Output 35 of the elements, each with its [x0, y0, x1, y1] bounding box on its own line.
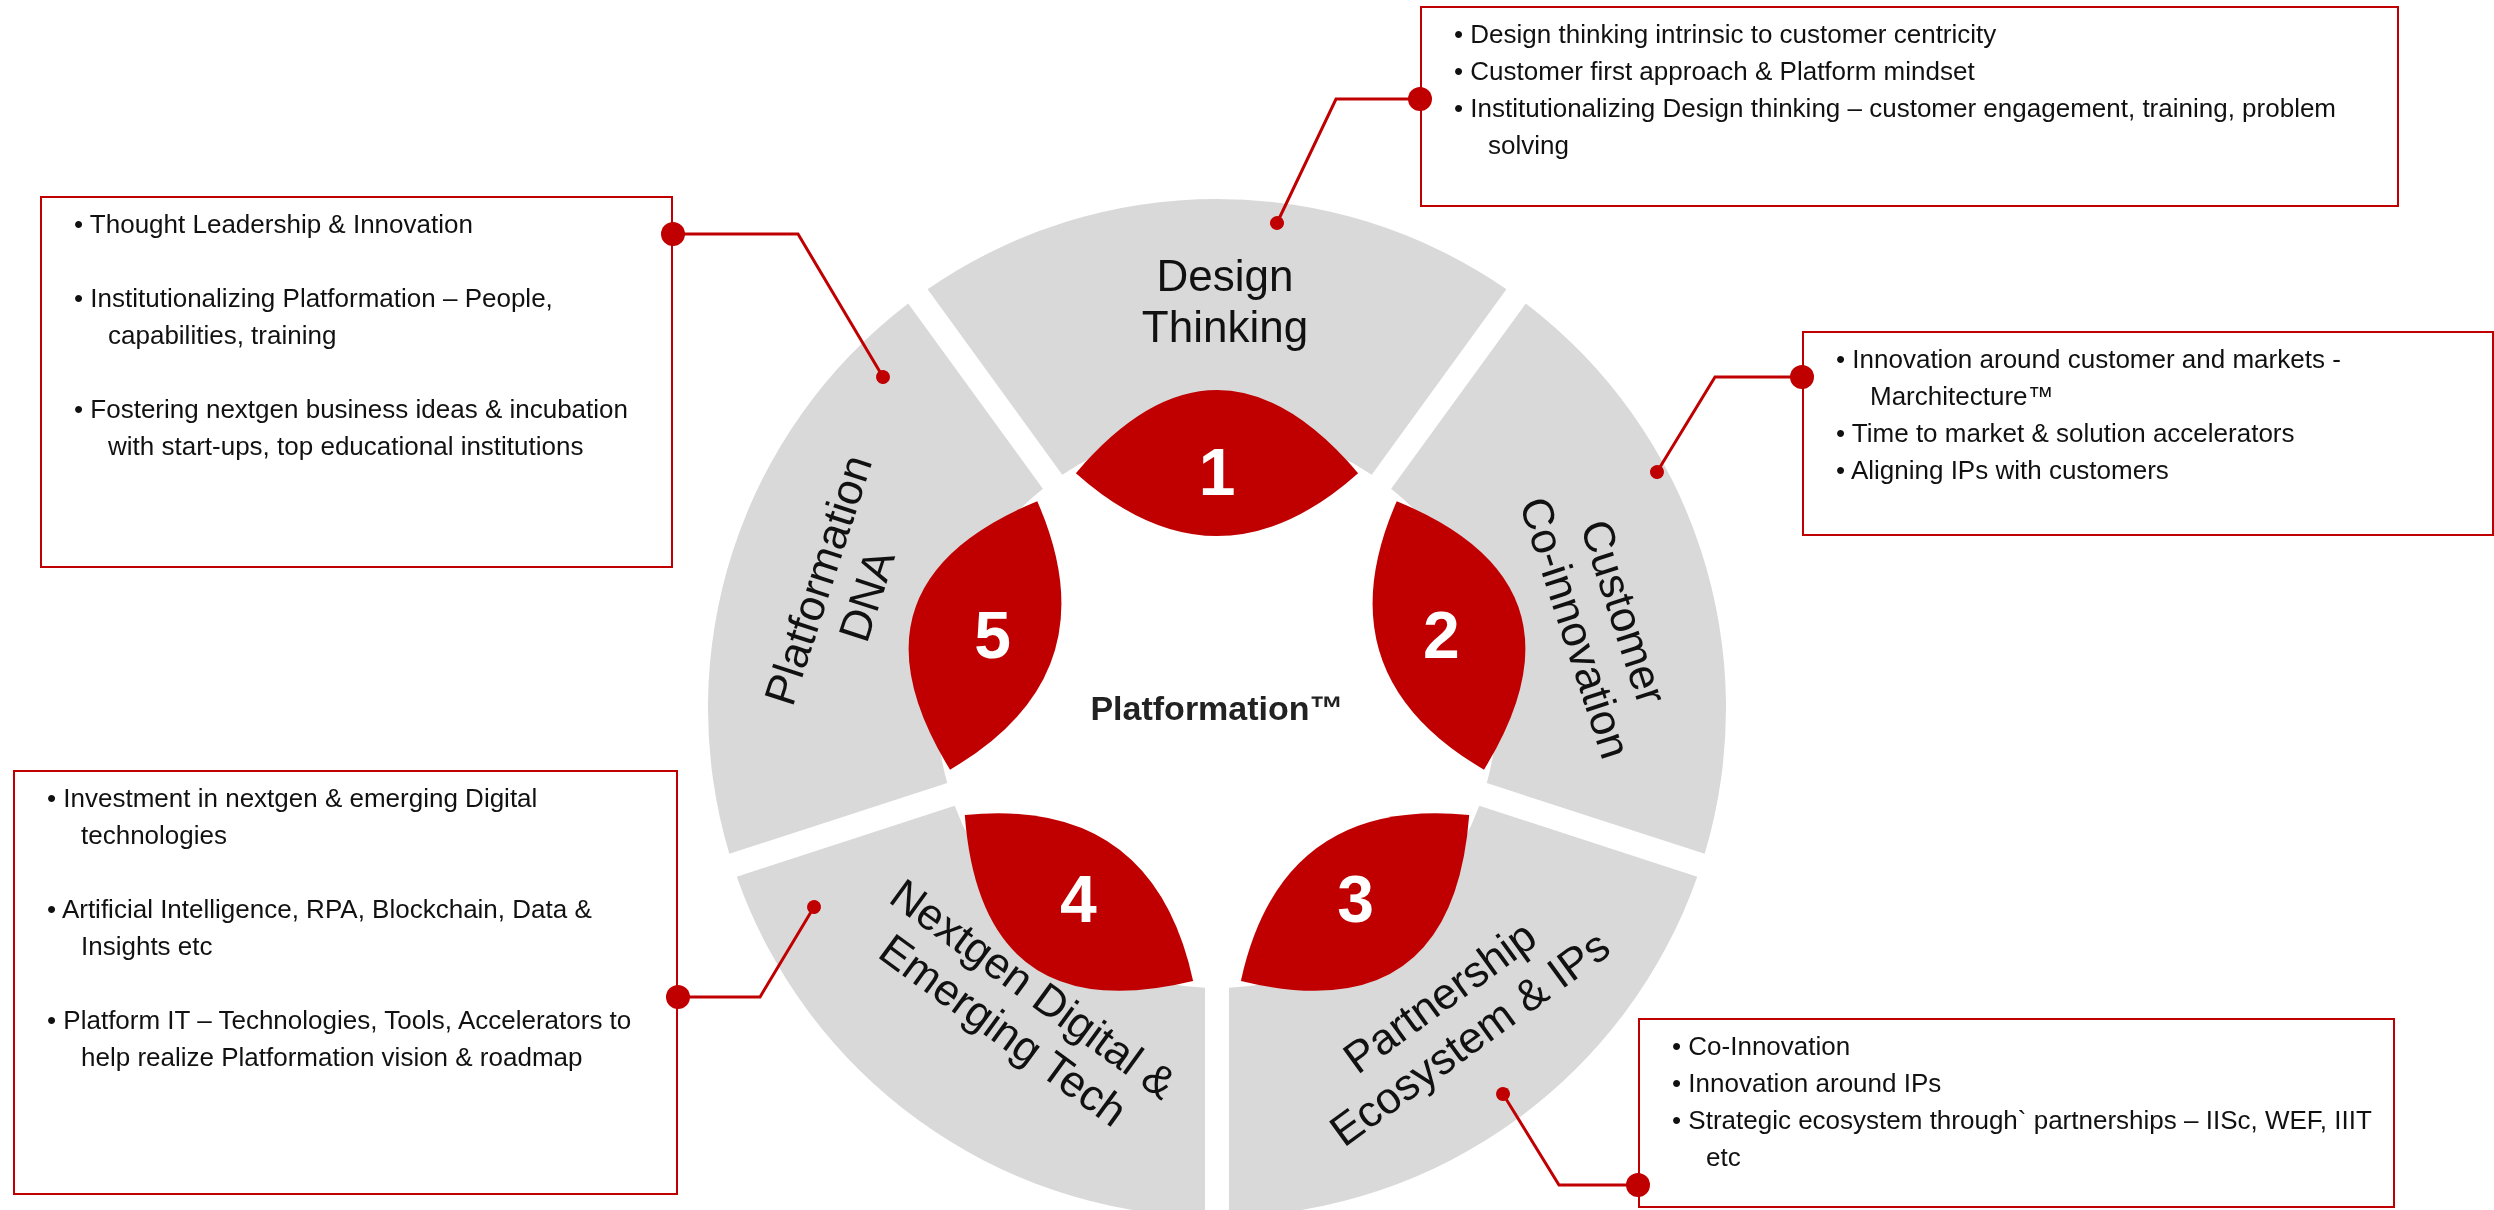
bullet-item: • Design thinking intrinsic to customer centricity	[1454, 18, 1998, 51]
step-number: 1	[1198, 439, 1236, 505]
petal-shape	[908, 501, 1062, 770]
bullet-item: • Time to market & solution accelerators	[1836, 417, 2296, 450]
center-label: Platformation™	[1090, 688, 1344, 728]
bullet-item: • Customer first approach & Platform mindset	[1454, 55, 1976, 88]
bullet-item: • Institutionalizing Platformation – People, capabilities, training	[74, 282, 554, 352]
callout-box	[40, 196, 673, 568]
callout-box	[1802, 331, 2494, 536]
bullet-item: • Innovation around IPs	[1672, 1067, 1943, 1100]
ring-segment	[708, 303, 1043, 854]
segment-label: Design Thinking	[1140, 251, 1310, 353]
step-number: 5	[974, 602, 1011, 669]
bullet-item: • Artificial Intelligence, RPA, Blockchain, Data & Insights etc	[47, 893, 593, 963]
bullet-item: • Investment in nextgen & emerging Digital technologies	[47, 782, 539, 852]
bullet-item: • Co-Innovation	[1672, 1030, 1852, 1063]
step-number: 3	[1337, 865, 1375, 932]
leader-line	[1270, 87, 1432, 230]
bullet-item: • Innovation around customer and markets - Marchitecture™	[1836, 343, 2342, 413]
bullet-item: • Strategic ecosystem through` partnerships – IISc, WEF, IIIT etc	[1672, 1104, 2373, 1174]
callout-box	[13, 770, 678, 1195]
leader-line	[666, 900, 821, 1009]
step-number: 2	[1423, 602, 1460, 669]
callout-box	[1638, 1018, 2395, 1208]
callout-box	[1420, 6, 2399, 207]
leader-line	[1650, 365, 1814, 479]
petal-shape	[1075, 390, 1359, 537]
bullet-item: • Thought Leadership & Innovation	[74, 208, 474, 241]
bullet-item: • Aligning IPs with customers	[1836, 454, 2170, 487]
bullet-item: • Platform IT – Technologies, Tools, Accelerators to help realize Platformation vision & roadmap	[47, 1004, 633, 1074]
leader-line	[661, 222, 890, 384]
step-number: 4	[1059, 865, 1097, 932]
bullet-item: • Institutionalizing Design thinking – customer engagement, training, problem solving	[1454, 92, 2338, 162]
bullet-item: • Fostering nextgen business ideas & incubation with start-ups, top educational institutions	[74, 393, 629, 463]
leader-line	[1496, 1087, 1650, 1197]
